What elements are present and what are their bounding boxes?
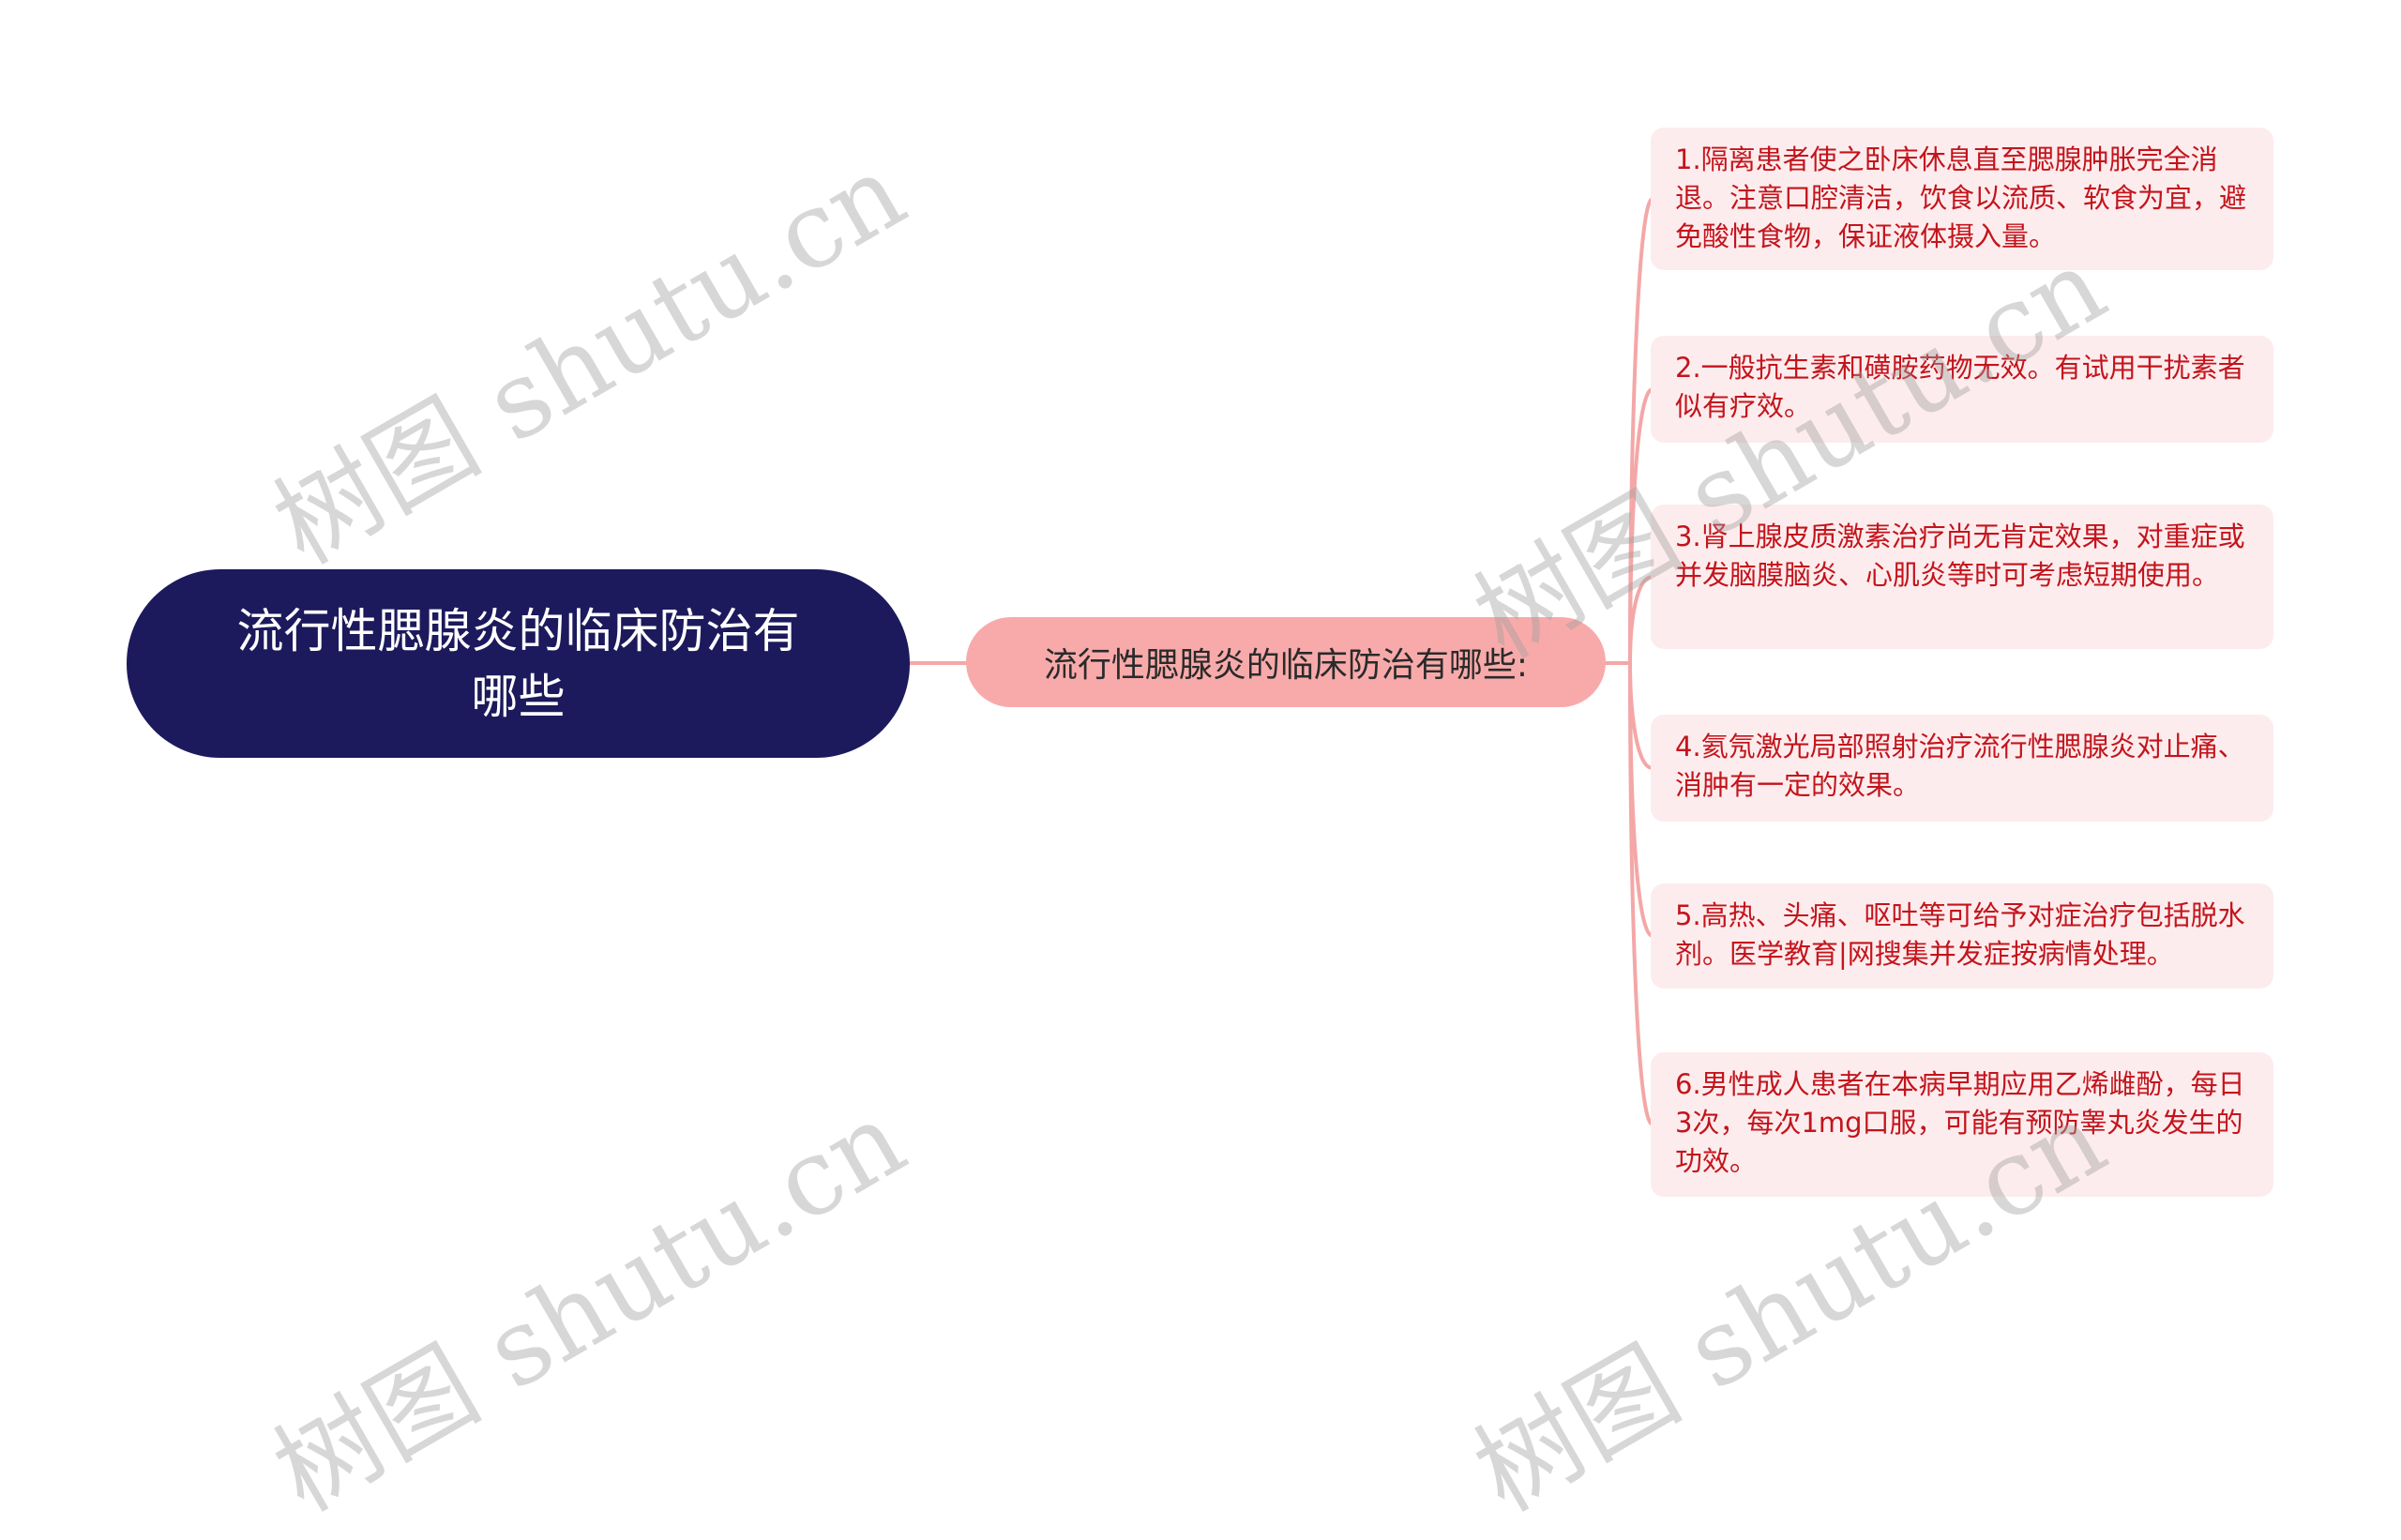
watermark-text: 树图 shutu.cn (255, 1078, 925, 1535)
leaf-node-4[interactable]: 4.氦氖激光局部照射治疗流行性腮腺炎对止痛、消肿有一定的效果。 (1651, 715, 2273, 822)
leaf-label: 6.男性成人患者在本病早期应用乙烯雌酚，每日3次，每次1mg口服，可能有预防睾丸… (1675, 1068, 2245, 1177)
root-topic-label: 流行性腮腺炎的临床防治有哪些 (236, 603, 800, 724)
root-topic-node[interactable]: 流行性腮腺炎的临床防治有哪些 (127, 569, 910, 758)
leaf-label: 4.氦氖激光局部照射治疗流行性腮腺炎对止痛、消肿有一定的效果。 (1675, 731, 2245, 801)
leaf-node-3[interactable]: 3.肾上腺皮质激素治疗尚无肯定效果，对重症或并发脑膜脑炎、心肌炎等时可考虑短期使… (1651, 505, 2273, 649)
leaf-node-6[interactable]: 6.男性成人患者在本病早期应用乙烯雌酚，每日3次，每次1mg口服，可能有预防睾丸… (1651, 1052, 2273, 1197)
branch-topic-node[interactable]: 流行性腮腺炎的临床防治有哪些: (966, 617, 1606, 707)
leaf-label: 3.肾上腺皮质激素治疗尚无肯定效果，对重症或并发脑膜脑炎、心肌炎等时可考虑短期使… (1675, 521, 2245, 591)
watermark-text: 树图 shutu.cn (255, 130, 925, 588)
leaf-node-1[interactable]: 1.隔离患者使之卧床休息直至腮腺肿胀完全消退。注意口腔清洁，饮食以流质、软食为宜… (1651, 128, 2273, 270)
mindmap-canvas: 流行性腮腺炎的临床防治有哪些 流行性腮腺炎的临床防治有哪些: 1.隔离患者使之卧… (127, 128, 2273, 1535)
leaf-label: 2.一般抗生素和磺胺药物无效。有试用干扰素者似有疗效。 (1675, 352, 2245, 422)
leaf-label: 5.高热、头痛、呕吐等可给予对症治疗包括脱水剂。医学教育|网搜集并发症按病情处理… (1675, 899, 2245, 970)
leaf-label: 1.隔离患者使之卧床休息直至腮腺肿胀完全消退。注意口腔清洁，饮食以流质、软食为宜… (1675, 143, 2247, 252)
branch-topic-label: 流行性腮腺炎的临床防治有哪些: (1043, 646, 1529, 685)
leaf-node-5[interactable]: 5.高热、头痛、呕吐等可给予对症治疗包括脱水剂。医学教育|网搜集并发症按病情处理… (1651, 883, 2273, 989)
leaf-node-2[interactable]: 2.一般抗生素和磺胺药物无效。有试用干扰素者似有疗效。 (1651, 336, 2273, 443)
